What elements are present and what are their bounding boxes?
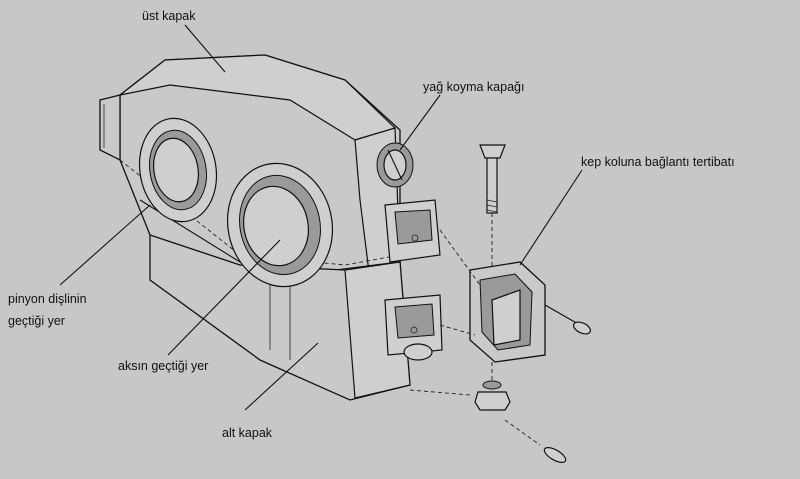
label-ust-kapak: üst kapak [142,9,196,23]
leader-lines [59,24,583,411]
label-pinyon-line2: geçtiği yer [8,314,65,328]
connection-assembly [409,144,592,463]
gearbox-housing [99,54,443,401]
label-kep-koluna-baglanti: kep koluna bağlantı tertibatı [581,155,735,169]
label-alt-kapak: alt kapak [222,426,273,440]
label-yag-koyma-kapagi: yağ koyma kapağı [423,80,524,94]
label-aksin-gectigi-yer: aksın geçtiği yer [118,359,208,373]
label-pinyon-line1: pinyon dişlinin [8,292,87,306]
